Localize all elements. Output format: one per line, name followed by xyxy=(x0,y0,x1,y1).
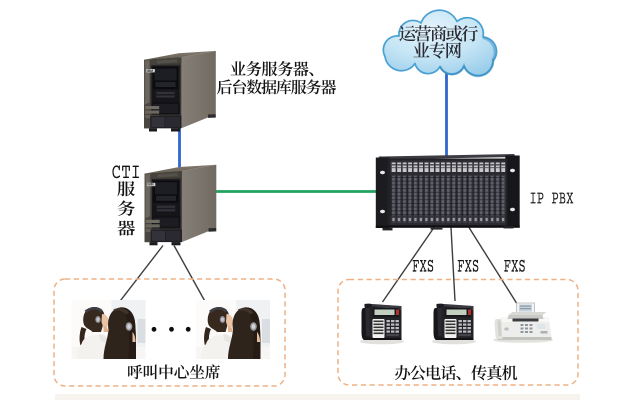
svg-text:IBM: IBM xyxy=(147,183,153,187)
svg-text:IBM: IBM xyxy=(147,69,153,73)
